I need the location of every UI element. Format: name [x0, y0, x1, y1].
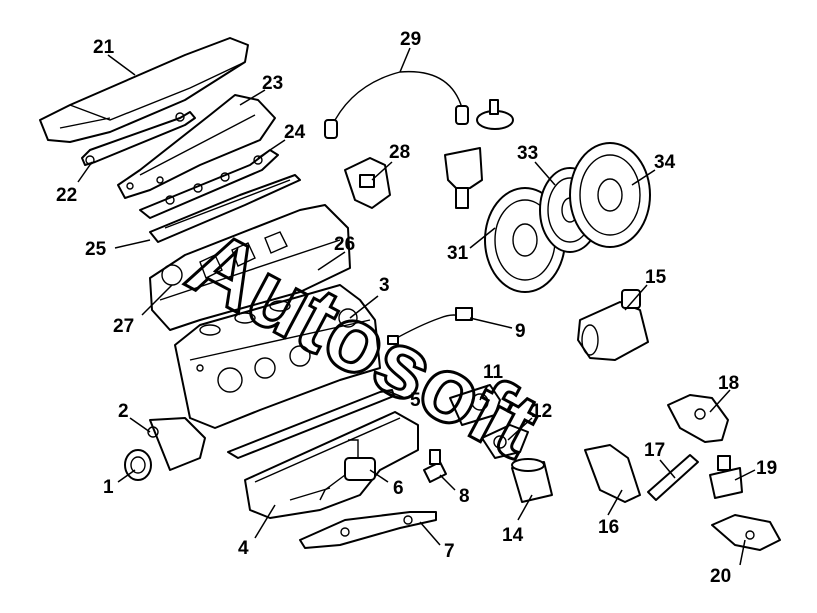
label-28: 28 [389, 142, 410, 163]
label-1: 1 [103, 477, 114, 498]
part-23-intake-cover [117, 94, 276, 199]
label-8: 8 [459, 486, 470, 507]
label-3: 3 [379, 275, 390, 296]
part-15-starter [577, 289, 649, 361]
label-4: 4 [238, 538, 249, 559]
label-12: 12 [531, 401, 552, 422]
part-18-mount [667, 394, 729, 443]
part-engine-block [174, 284, 381, 429]
part-4-oil-pan [244, 411, 419, 519]
part-29-wire [324, 70, 469, 139]
label-6: 6 [393, 478, 404, 499]
label-25: 25 [85, 239, 107, 260]
label-26: 26 [334, 234, 355, 255]
label-21: 21 [93, 37, 115, 58]
label-23: 23 [262, 73, 283, 94]
part-21-cover [39, 37, 249, 143]
leader-lines [77, 47, 756, 566]
label-27: 27 [113, 316, 134, 337]
label-9: 9 [515, 321, 526, 342]
part-11-bracket [449, 384, 501, 426]
part-1-2-pulley [124, 417, 206, 481]
label-2: 2 [118, 401, 129, 422]
part-25-gasket [149, 174, 301, 243]
part-14-oil-filter [511, 458, 553, 503]
label-18: 18 [718, 373, 739, 394]
label-5: 5 [410, 390, 421, 411]
part-6-pump [319, 439, 376, 501]
part-distributor [444, 147, 483, 209]
label-7: 7 [444, 541, 455, 562]
part-34-pressure-plate [569, 142, 651, 248]
label-29: 29 [400, 29, 421, 50]
label-34: 34 [654, 152, 676, 173]
part-19-mount [709, 455, 743, 499]
label-19: 19 [756, 458, 777, 479]
label-16: 16 [598, 517, 619, 538]
label-33: 33 [517, 143, 538, 164]
parts-layer [39, 37, 781, 551]
part-26-27-cylinder-head [149, 204, 351, 331]
part-7-bracket [299, 511, 437, 549]
label-22: 22 [56, 185, 77, 206]
part-distributor-cap [476, 99, 514, 130]
part-17-arm [647, 454, 699, 501]
part-9-cable [387, 307, 473, 345]
part-20-bracket [711, 514, 781, 551]
part-28-coil [344, 157, 391, 209]
label-17: 17 [644, 440, 665, 461]
label-14: 14 [502, 525, 524, 546]
label-20: 20 [710, 566, 731, 587]
label-31: 31 [447, 243, 469, 264]
part-labels: 1 2 3 4 5 6 7 8 9 11 12 14 15 16 17 18 1… [56, 29, 777, 587]
part-22-strip [81, 111, 196, 166]
part-24-rail [139, 149, 279, 219]
label-11: 11 [483, 362, 504, 383]
part-12-fitting [481, 424, 529, 459]
part-16-bracket [584, 444, 641, 503]
part-8-sensor [423, 449, 447, 483]
label-15: 15 [645, 267, 667, 288]
label-24: 24 [284, 122, 306, 143]
